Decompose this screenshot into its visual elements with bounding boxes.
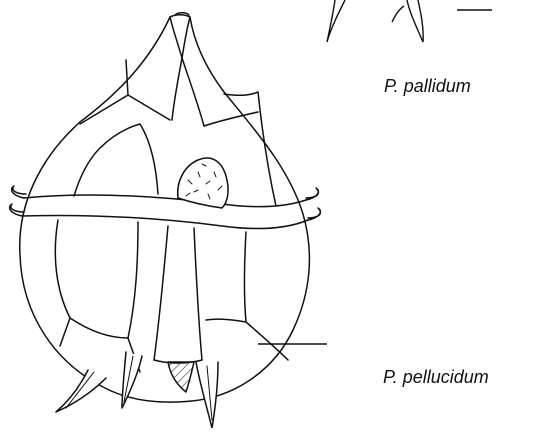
- sulcus-right: [194, 228, 202, 360]
- hatched-membrane: [168, 362, 194, 392]
- apical-suture-left: [172, 58, 182, 120]
- epitheca-suture-upper: [80, 95, 170, 124]
- apical-suture-right: [182, 58, 204, 126]
- plate-hypotheca-right: [245, 232, 289, 360]
- epitheca-suture-vert: [126, 60, 128, 95]
- plate-epitheca-left: [74, 124, 158, 196]
- girdle-list-left: [10, 186, 26, 216]
- girdle-top: [24, 195, 306, 207]
- stippled-region: [178, 158, 228, 208]
- antapical-spine-left: [56, 370, 106, 412]
- plate-epitheca-right: [224, 92, 276, 206]
- plate-hypotheca-left: [55, 220, 138, 338]
- fragment-spine-left: [327, 0, 345, 42]
- antapical-spine-right: [196, 362, 218, 428]
- upper-figure-fragment: [327, 0, 492, 42]
- hypotheca-suture-a: [60, 318, 70, 346]
- girdle-list-right: [306, 188, 320, 220]
- hypotheca-suture-c: [206, 319, 246, 322]
- caption-p-pellucidum: P. pellucidum: [383, 367, 489, 388]
- fragment-stroke: [392, 6, 404, 22]
- girdle-bottom: [22, 215, 308, 228]
- caption-p-pallidum: P. pallidum: [384, 76, 471, 97]
- apical-horn: [170, 13, 190, 58]
- fragment-spine-right: [407, 0, 423, 42]
- sulcus-left: [154, 226, 168, 360]
- specimen-pellucidum: [10, 13, 321, 428]
